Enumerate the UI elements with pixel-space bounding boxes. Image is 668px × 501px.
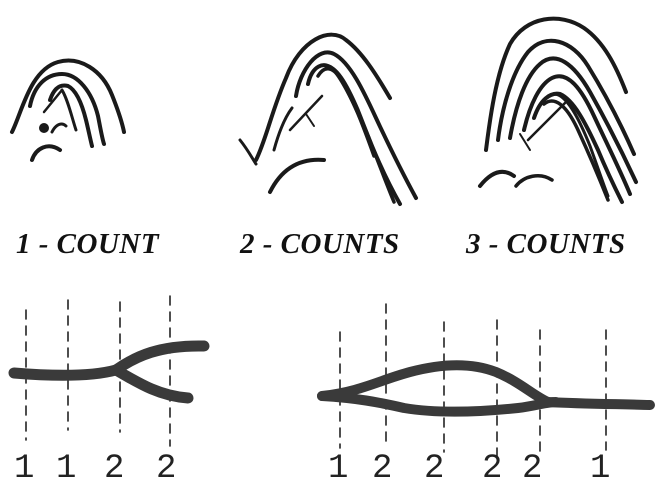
caption-three-counts: 3 - COUNTS [466, 228, 626, 261]
ridge-diagram-right [322, 304, 650, 460]
loop-figure-one-count [12, 61, 124, 160]
right-count-3: 2 [424, 450, 444, 488]
left-count-2: 1 [56, 450, 76, 488]
ridge-diagram-left [14, 296, 204, 446]
right-count-4: 2 [482, 450, 502, 488]
loop-figure-three-counts [480, 19, 636, 202]
left-count-4: 2 [156, 450, 176, 488]
right-count-2: 2 [372, 450, 392, 488]
caption-two-counts: 2 - COUNTS [240, 228, 400, 261]
ridge-lines-right [322, 365, 650, 412]
right-count-5: 2 [522, 450, 542, 488]
right-count-6: 1 [590, 450, 610, 488]
loop-figure-two-counts [240, 35, 416, 204]
ridge-lines-left [14, 346, 204, 398]
caption-one-count: 1 - COUNT [16, 228, 159, 261]
left-count-3: 2 [104, 450, 124, 488]
left-count-1: 1 [14, 450, 34, 488]
right-count-1: 1 [328, 450, 348, 488]
